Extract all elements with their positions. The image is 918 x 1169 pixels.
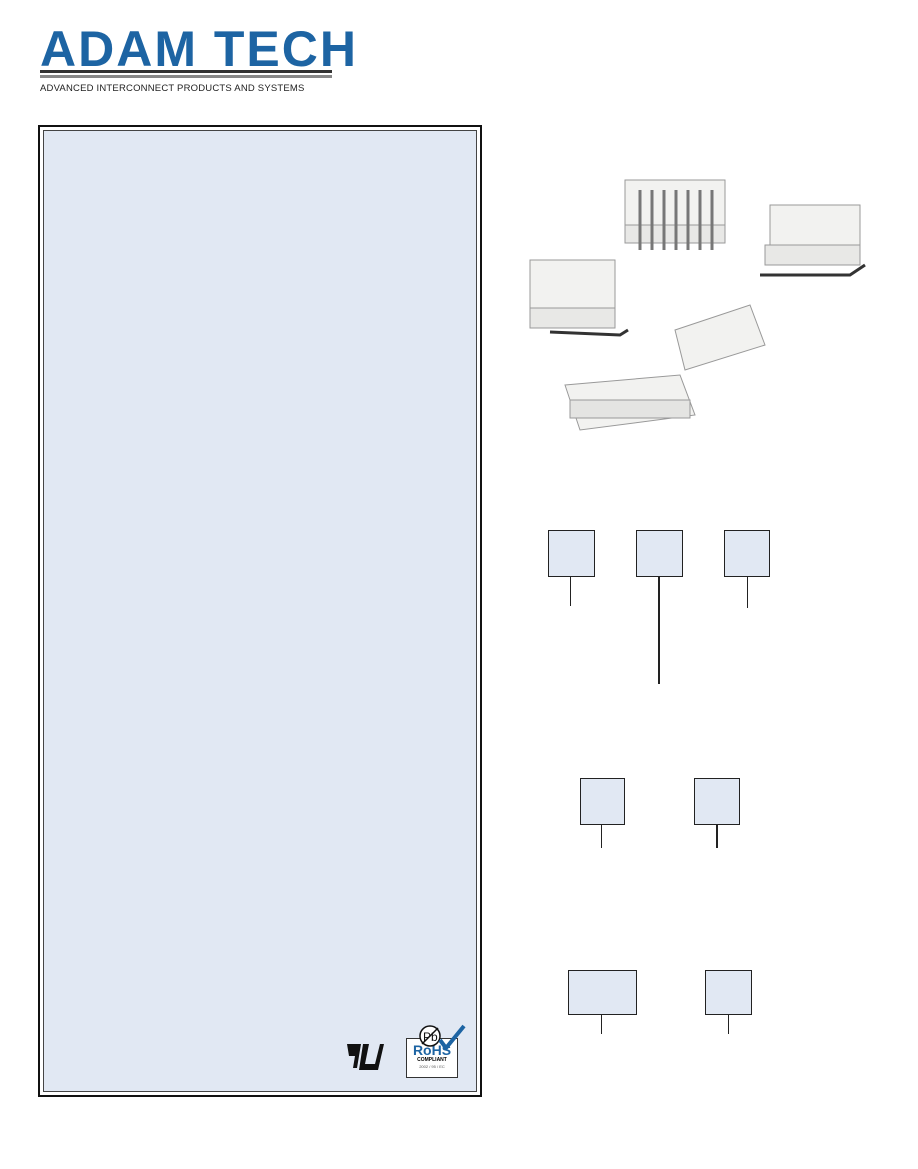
leader-line xyxy=(570,576,571,606)
connector-friction-lock-header xyxy=(674,304,766,371)
spec-panel-inner xyxy=(43,130,477,1092)
product-photo xyxy=(529,179,866,431)
part-code-box-positions xyxy=(724,530,770,577)
brand-logo: ADAM TECH xyxy=(40,21,358,77)
part-code-box-option-d xyxy=(705,970,752,1015)
ul-mark-icon xyxy=(347,1044,384,1070)
tagline: ADVANCED INTERCONNECT PRODUCTS AND SYSTE… xyxy=(40,83,305,94)
leader-line xyxy=(601,824,602,848)
leader-line xyxy=(728,1014,729,1034)
svg-text:Pb: Pb xyxy=(423,1030,438,1044)
leader-line xyxy=(658,576,660,684)
logo-rule xyxy=(40,70,332,73)
connector-right-angle-header xyxy=(764,204,861,266)
leader-line xyxy=(601,1014,602,1034)
leader-line xyxy=(716,824,718,848)
connector-housing xyxy=(564,374,696,431)
part-code-box-option-b xyxy=(694,778,740,825)
part-code-box-option-c xyxy=(568,970,637,1015)
part-code-box-option-a xyxy=(580,778,625,825)
leader-line xyxy=(747,576,748,608)
spec-panel xyxy=(38,125,482,1097)
pb-free-check-icon: Pb xyxy=(419,1024,466,1050)
part-code-box-type xyxy=(636,530,683,577)
connector-angled-header xyxy=(529,259,616,329)
part-code-box-series xyxy=(548,530,595,577)
logo-rule xyxy=(40,75,332,78)
